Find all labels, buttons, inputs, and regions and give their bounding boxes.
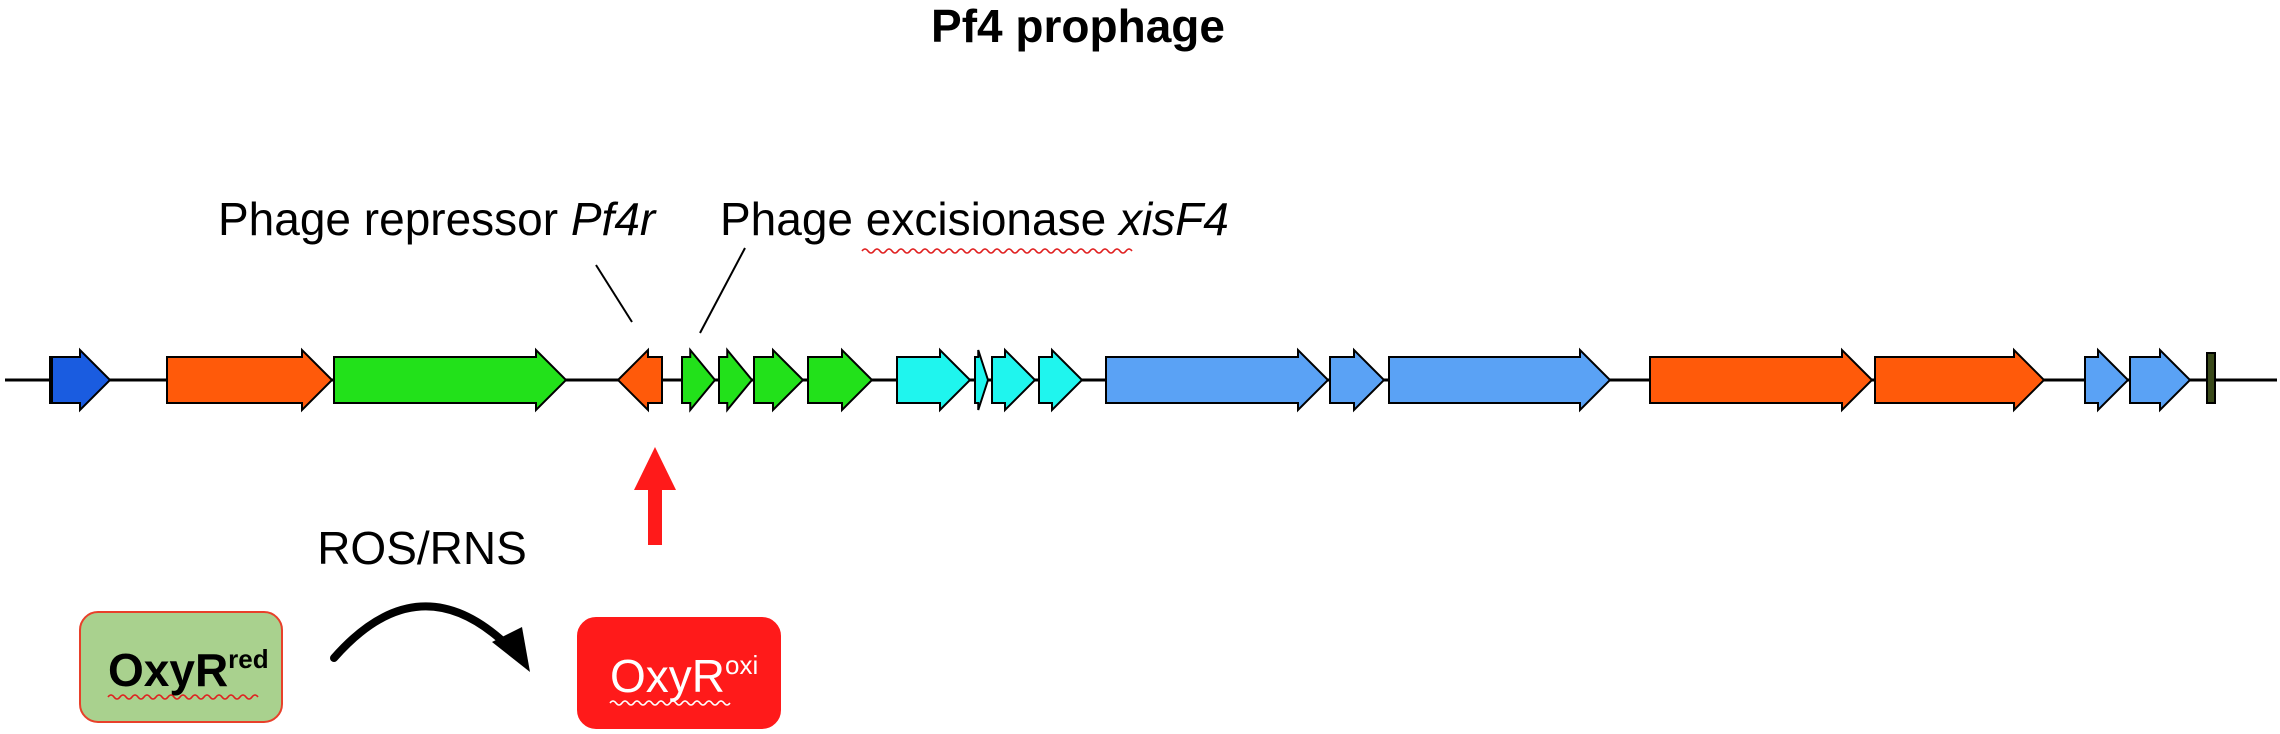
excisionase-gene-name: xisF4 <box>1117 193 1229 245</box>
gene-arrow <box>166 347 334 413</box>
gene-arrow <box>974 349 990 411</box>
induction-arrow <box>634 447 676 545</box>
repressor-label: Phage repressor Pf4r <box>218 193 657 245</box>
repressor-leader-line <box>595 264 633 323</box>
gene-track <box>51 347 2192 413</box>
excisionase-leader-line <box>699 247 746 334</box>
gene-arrow <box>1105 347 1330 413</box>
gene-arrow <box>991 347 1037 413</box>
gene-arrow <box>753 347 805 413</box>
gene-arrow <box>2129 347 2192 413</box>
oxyr-reduced-underline <box>107 694 259 700</box>
excisionase-label: Phage excisionase xisF4 <box>720 193 1229 245</box>
gene-arrow <box>51 347 112 413</box>
gene-arrow <box>718 347 754 413</box>
oxyr-oxidized-base: OxyR <box>610 650 725 702</box>
gene-arrow <box>1874 347 2046 413</box>
excisionase-spellcheck-underline <box>861 248 1133 254</box>
oxyr-oxidized-label: OxyRoxi <box>610 650 758 702</box>
oxyr-oxidized-box: OxyRoxi <box>577 617 781 729</box>
ros-rns-label: ROS/RNS <box>317 522 527 574</box>
conversion-arrow-head <box>492 627 530 672</box>
oxyr-oxidized-underline <box>609 700 731 706</box>
gene-arrow <box>896 347 972 413</box>
gene-arrow-pf4r <box>616 347 663 413</box>
induction-arrow-shaft <box>648 485 662 545</box>
conversion-arrow-curve <box>330 602 514 662</box>
induction-arrow-head <box>634 447 676 490</box>
gene-arrow-xisf4 <box>681 347 717 413</box>
diagram-title: Pf4 prophage <box>931 0 1225 52</box>
oxyr-oxidized-sup: oxi <box>725 650 758 680</box>
repressor-gene-name: Pf4r <box>571 193 657 245</box>
right-boundary-marker <box>2206 352 2216 404</box>
gene-arrow <box>1388 347 1612 413</box>
gene-arrow <box>333 347 568 413</box>
excisionase-label-prefix: Phage excisionase <box>720 193 1119 245</box>
oxyr-reduced-base: OxyR <box>108 644 228 696</box>
gene-arrow <box>2084 347 2130 413</box>
gene-arrow <box>1038 347 1084 413</box>
repressor-label-prefix: Phage repressor <box>218 193 571 245</box>
oxyr-reduced-sup: red <box>228 644 268 674</box>
oxyr-reduced-label: OxyRred <box>108 644 269 696</box>
gene-arrow <box>1329 347 1386 413</box>
gene-arrow <box>1649 347 1874 413</box>
oxyr-oxidized-box-shape <box>577 617 781 729</box>
oxyr-reduced-box: OxyRred <box>79 611 283 723</box>
gene-arrow <box>807 347 874 413</box>
